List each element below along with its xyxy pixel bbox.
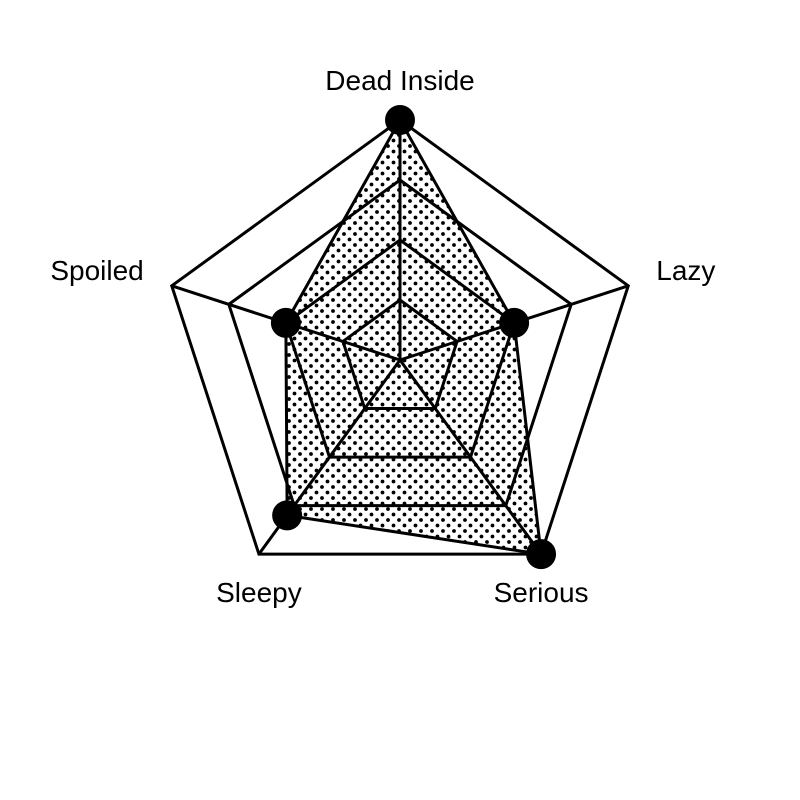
point-layer <box>270 105 557 570</box>
data-point <box>385 105 415 135</box>
data-area <box>284 118 543 556</box>
data-point <box>499 307 530 338</box>
grid-ring <box>227 178 573 508</box>
data-point <box>270 307 301 338</box>
axis-label: Lazy <box>656 255 715 286</box>
grid-layer <box>169 118 631 556</box>
grid-ring <box>169 118 631 556</box>
data-point <box>526 539 557 570</box>
grid-ring <box>284 238 516 459</box>
axis-label: Sleepy <box>216 577 302 608</box>
axis-label: Spoiled <box>50 255 143 286</box>
axis-label: Dead Inside <box>325 65 474 96</box>
data-layer <box>284 118 543 556</box>
axis-label: Serious <box>494 577 589 608</box>
axis-spoke <box>398 359 543 556</box>
data-point <box>272 500 303 531</box>
grid-ring <box>341 298 459 411</box>
